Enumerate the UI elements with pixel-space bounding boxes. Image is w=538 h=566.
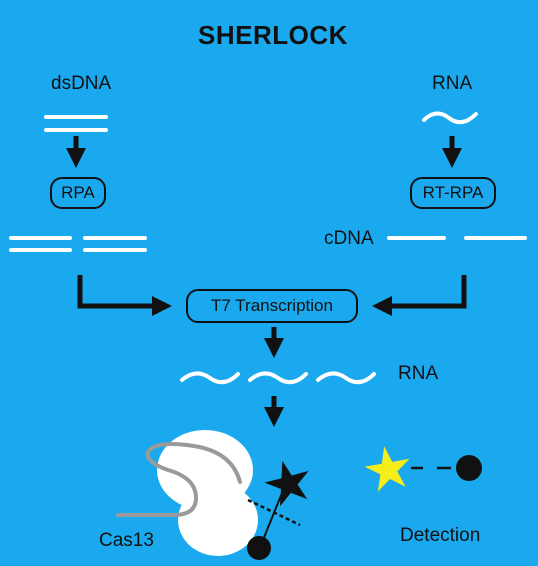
t7-transcription-box: T7 Transcription xyxy=(186,289,358,323)
cdna-label: cDNA xyxy=(324,228,374,249)
quencher-dot-icon xyxy=(247,536,271,560)
amplified-dna-strands xyxy=(9,236,147,252)
cleavage-line xyxy=(247,498,301,527)
rna-product-label: RNA xyxy=(398,363,439,384)
cleaved-quencher-dot-icon xyxy=(456,455,482,481)
guide-rna xyxy=(116,442,242,517)
fluorescent-star-icon xyxy=(364,446,410,492)
rna-input-strand xyxy=(422,111,478,125)
cas13-complex xyxy=(116,430,309,560)
detection-reporter xyxy=(364,446,482,492)
quenched-star-icon xyxy=(264,460,309,507)
dsdna-label: dsDNA xyxy=(51,73,112,94)
rna-product-strands xyxy=(180,371,376,385)
cas13-label: Cas13 xyxy=(99,530,154,551)
arrow-left-to-t7 xyxy=(77,275,172,316)
arrow-right-to-t7 xyxy=(372,275,467,316)
diagram-title: SHERLOCK xyxy=(198,20,348,50)
reporter-linker xyxy=(262,492,283,541)
dsdna-strands xyxy=(44,115,108,132)
rpa-box: RPA xyxy=(50,177,106,209)
detection-label: Detection xyxy=(400,525,481,546)
rt-rpa-box: RT-RPA xyxy=(410,177,496,209)
rna-input-label: RNA xyxy=(432,73,473,94)
